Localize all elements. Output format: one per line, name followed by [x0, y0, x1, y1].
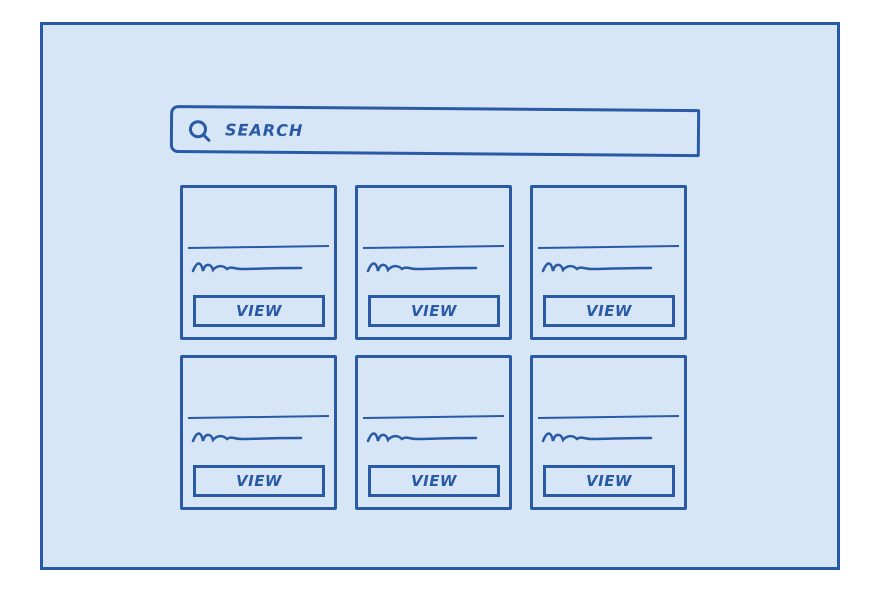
card-divider — [187, 245, 330, 249]
placeholder-text-scribble — [541, 432, 653, 443]
card-divider — [537, 245, 680, 249]
product-card: VIEW — [530, 355, 687, 510]
card-divider — [187, 415, 330, 419]
search-icon — [187, 118, 213, 144]
product-card: VIEW — [530, 185, 687, 340]
browser-window: SEARCH VIEW VIEW VIEW VIEW VI — [40, 22, 840, 570]
view-button[interactable]: VIEW — [193, 465, 325, 497]
placeholder-text-scribble — [191, 262, 303, 273]
view-button[interactable]: VIEW — [368, 465, 500, 497]
view-button[interactable]: VIEW — [543, 295, 675, 327]
search-bar[interactable]: SEARCH — [169, 105, 701, 158]
product-card: VIEW — [180, 185, 337, 340]
placeholder-text-scribble — [366, 262, 478, 273]
card-divider — [362, 245, 505, 249]
card-divider — [537, 415, 680, 419]
product-card: VIEW — [355, 355, 512, 510]
view-button[interactable]: VIEW — [368, 295, 500, 327]
card-divider — [362, 415, 505, 419]
view-button[interactable]: VIEW — [193, 295, 325, 327]
product-card: VIEW — [355, 185, 512, 340]
placeholder-text-scribble — [366, 432, 478, 443]
placeholder-text-scribble — [191, 432, 303, 443]
product-card: VIEW — [180, 355, 337, 510]
search-placeholder: SEARCH — [224, 120, 304, 141]
placeholder-text-scribble — [541, 262, 653, 273]
view-button[interactable]: VIEW — [543, 465, 675, 497]
